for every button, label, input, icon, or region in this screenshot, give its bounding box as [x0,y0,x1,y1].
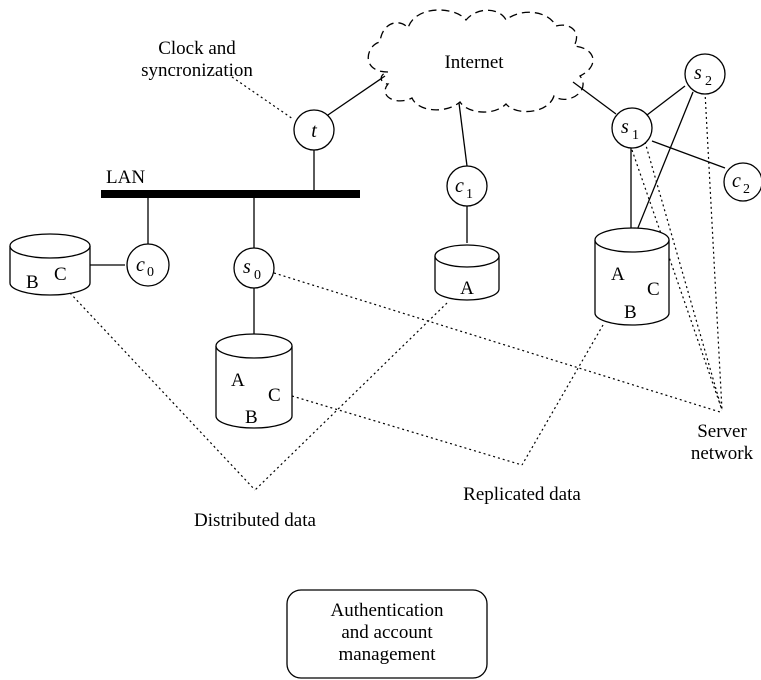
database-c0: B C [9,233,91,296]
internet-label: Internet [444,52,504,73]
svg-text:Authentication: Authentication [331,600,444,621]
node-t: t [293,109,335,151]
svg-text:2: 2 [705,74,712,89]
node-s0: s 0 [233,247,275,289]
svg-text:s: s [243,256,251,278]
internet-cloud [367,9,594,113]
database-s0: A C B [215,333,293,429]
dot-s2-server [704,91,723,411]
clock-label: syncronization [141,60,253,81]
dot-clock-t [231,76,294,120]
database-s0-item: B [245,407,258,428]
lan-label: LAN [106,167,145,188]
svg-text:c: c [732,170,741,192]
clock-label: Clock and [158,38,236,59]
node-c2: c 2 [723,162,761,202]
node-c0: c 0 [126,243,170,287]
svg-text:s: s [694,62,702,84]
svg-text:1: 1 [632,128,639,143]
svg-text:1: 1 [466,187,473,202]
database-c0-item: C [54,264,67,285]
database-s1-item: A [611,264,625,285]
link-internet-s1 [572,81,617,115]
database-s1-item: C [647,279,660,300]
node-c1: c 1 [446,165,488,207]
svg-text:management: management [338,644,436,665]
authentication-box: Authentication and account management [286,589,488,679]
server-network-label: Server [697,421,747,442]
svg-text:2: 2 [743,182,750,197]
svg-text:t: t [311,120,317,142]
dot-s1b-server [631,149,723,411]
database-s1: A C B [594,227,670,326]
svg-text:s: s [621,116,629,138]
dot-dbs0-replicated [291,395,523,466]
link-t-internet [324,75,386,118]
link-internet-c1 [458,102,468,167]
dot-dbc0-distributed [69,292,256,491]
database-c0-item: B [26,272,39,293]
svg-text:and account: and account [341,622,433,643]
database-s0-item: C [268,385,281,406]
svg-text:c: c [455,175,464,197]
database-s1-item: B [624,302,637,323]
database-c1: A [434,244,500,301]
link-s2-db [632,91,694,241]
svg-text:c: c [136,254,145,276]
link-s1-s2 [646,85,686,116]
dot-dbs1-replicated [521,324,604,466]
svg-text:0: 0 [147,265,154,280]
dot-s1-server [644,141,723,411]
node-s2: s 2 [684,53,726,95]
server-network-label: network [691,443,754,464]
database-c1-item: A [460,278,474,299]
database-s0-item: A [231,370,245,391]
replicated-data-label: Replicated data [463,484,581,505]
link-s1-c2 [651,140,726,169]
distributed-data-label: Distributed data [194,510,316,531]
node-s1: s 1 [611,107,653,149]
svg-text:0: 0 [254,268,261,283]
